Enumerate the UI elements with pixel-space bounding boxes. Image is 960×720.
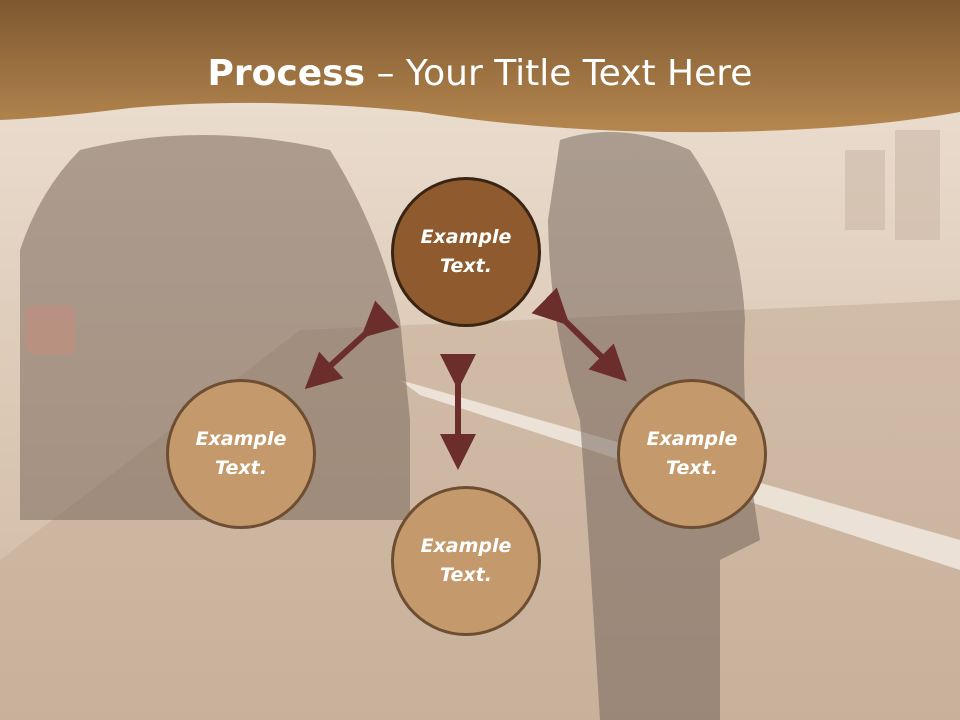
title-bold: Process [207,53,366,94]
node-left-text: Example Text. [195,428,287,479]
node-top-text: Example Text. [420,226,512,277]
title-rest: – Your Title Text Here [365,53,753,94]
node-left: Example Text. [166,379,316,529]
node-right-text: Example Text. [646,428,738,479]
node-bottom: Example Text. [391,486,541,636]
node-top: Example Text. [391,177,541,327]
page-title: Process – Your Title Text Here [0,52,960,96]
node-right: Example Text. [617,379,767,529]
node-bottom-text: Example Text. [420,535,512,586]
header-band [0,0,960,133]
